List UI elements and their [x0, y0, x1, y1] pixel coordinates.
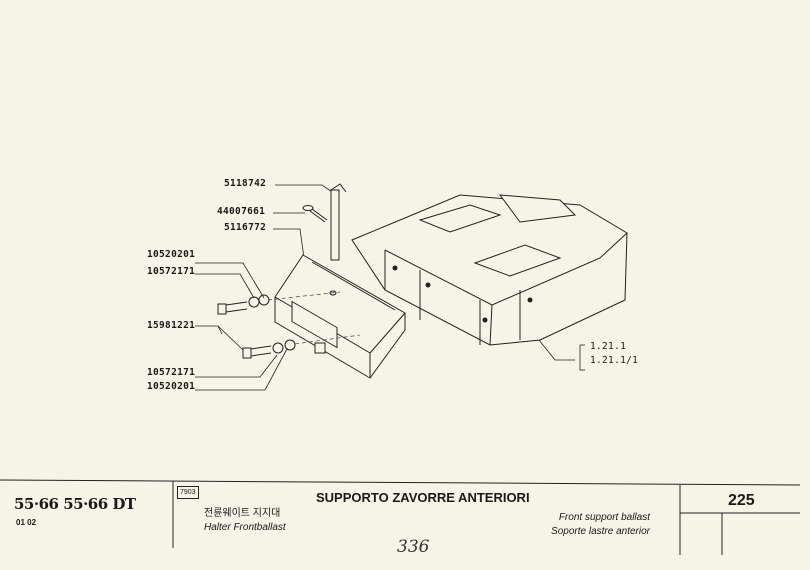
- leader-lines: [195, 184, 585, 391]
- reference-2: 1.21.1/1: [590, 355, 639, 366]
- reference-1: 1.21.1: [590, 341, 627, 352]
- part-number-support: 5116772: [224, 222, 267, 233]
- title-block-lines: [0, 479, 801, 555]
- part-number-clip: 44007661: [217, 206, 266, 217]
- part-number-lockwasher-top: 10572171: [147, 266, 196, 277]
- part-number-lockwasher-bottom: 10572171: [147, 367, 196, 378]
- title-spanish: Soporte lastre anterior: [551, 526, 650, 537]
- clip-part: [302, 205, 328, 223]
- model-sub: 01 02: [16, 518, 37, 527]
- title-german: Halter Frontballast: [204, 522, 286, 533]
- title-italian: SUPPORTO ZAVORRE ANTERIORI: [316, 490, 530, 505]
- handwritten-number: 336: [397, 537, 430, 557]
- title-korean: 전륜웨이트 지지대: [204, 508, 281, 519]
- bolts-washers: [217, 291, 361, 359]
- front-frame-part: [351, 194, 628, 346]
- model-name: 55·66 55·66 DT: [14, 495, 136, 513]
- catalog-code: 7903: [177, 486, 199, 499]
- title-english: Front support ballast: [558, 512, 650, 523]
- part-number-washer-top: 10520201: [147, 249, 196, 260]
- ballast-support-part: [274, 254, 406, 379]
- pin-part: [330, 183, 347, 261]
- part-number-bolt: 15981221: [147, 320, 196, 331]
- page-number: 225: [728, 492, 755, 509]
- part-number-washer-bottom: 10520201: [147, 381, 196, 392]
- part-number-pin: 5118742: [224, 178, 267, 189]
